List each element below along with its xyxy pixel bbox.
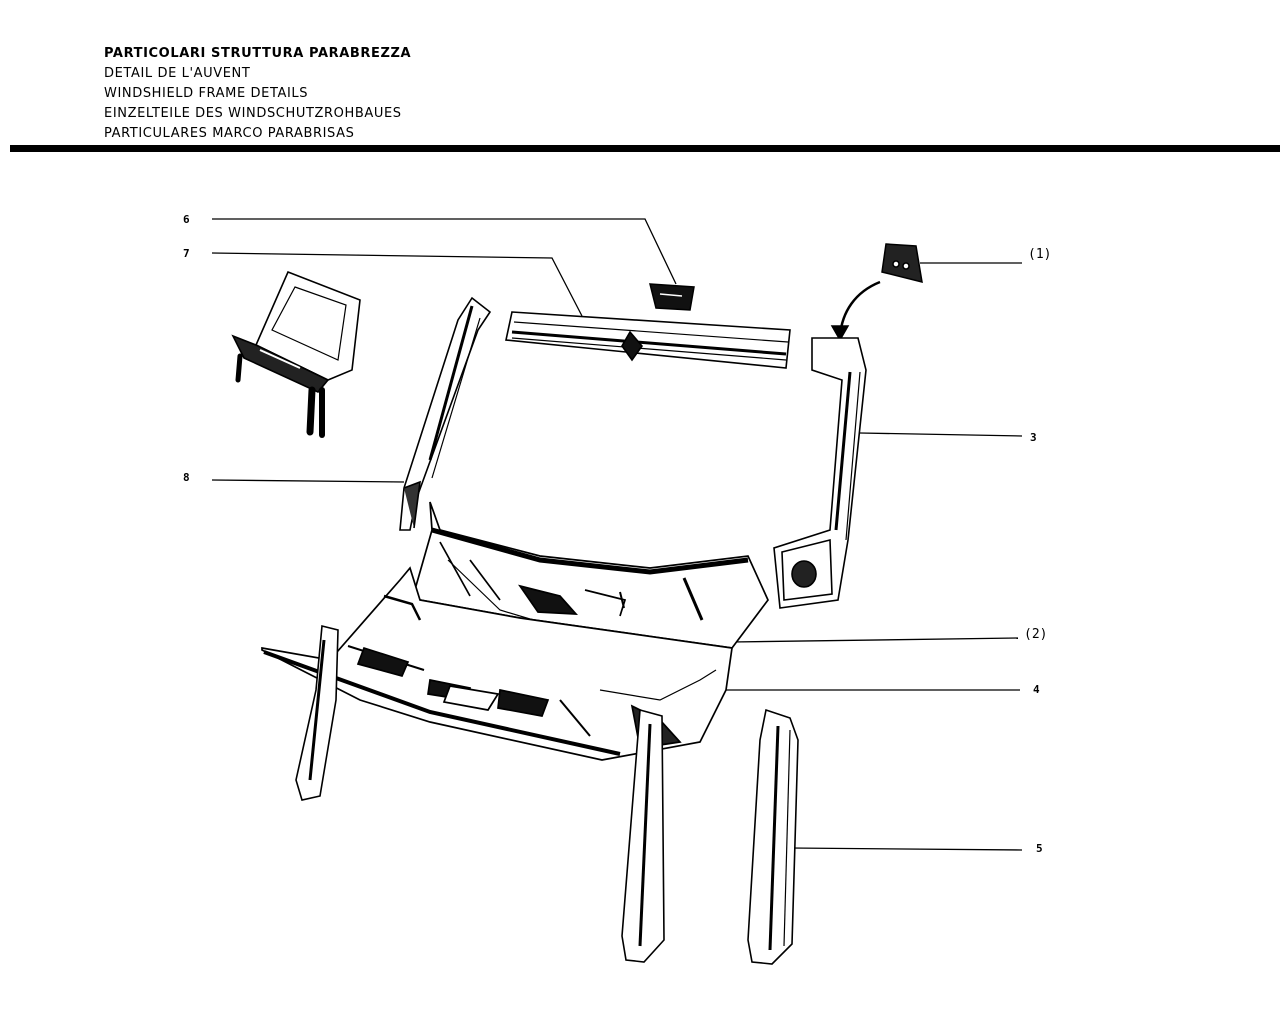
title-block: PARTICOLARI STRUTTURA PARABREZZA DETAIL … [104, 44, 411, 144]
title-english: WINDSHIELD FRAME DETAILS [104, 86, 309, 101]
overview-sketch [231, 270, 361, 438]
callout-7: 7 [183, 247, 190, 260]
part-1-corner-bracket [830, 243, 923, 342]
title-german: EINZELTEILE DES WINDSCHUTZROHBAUES [104, 106, 402, 121]
part-8-left-pillar [399, 296, 492, 531]
part-6-badge [649, 283, 695, 311]
leader-line-6 [212, 218, 677, 285]
callout-8: 8 [183, 471, 190, 484]
part-4-lower-tray [261, 566, 733, 761]
leader-line-3 [859, 432, 1023, 437]
callout-6: 6 [183, 213, 190, 226]
title-french: DETAIL DE L'AUVENT [104, 66, 251, 81]
leg-center [621, 708, 665, 963]
part-2-cowl-panel [410, 501, 769, 649]
callout-4: 4 [1033, 683, 1040, 696]
part-7-top-rail [505, 311, 791, 369]
title-spanish: PARTICULARES MARCO PARABRISAS [104, 126, 355, 141]
leader-line-8 [211, 479, 405, 483]
callout-3: 3 [1030, 431, 1037, 444]
header-rule [10, 145, 1280, 152]
callout-5: 5 [1036, 842, 1043, 855]
part-3-right-pillar [773, 337, 867, 609]
part-5-legs [295, 624, 799, 965]
leader-line-5 [789, 847, 1023, 851]
title-italian: PARTICOLARI STRUTTURA PARABREZZA [104, 46, 412, 61]
leader-line-2 [731, 637, 1019, 643]
callout-2: (2) [1024, 627, 1048, 642]
leader-line-7 [211, 252, 583, 317]
leader-lines [211, 218, 1023, 851]
callout-1: (1) [1028, 247, 1052, 262]
